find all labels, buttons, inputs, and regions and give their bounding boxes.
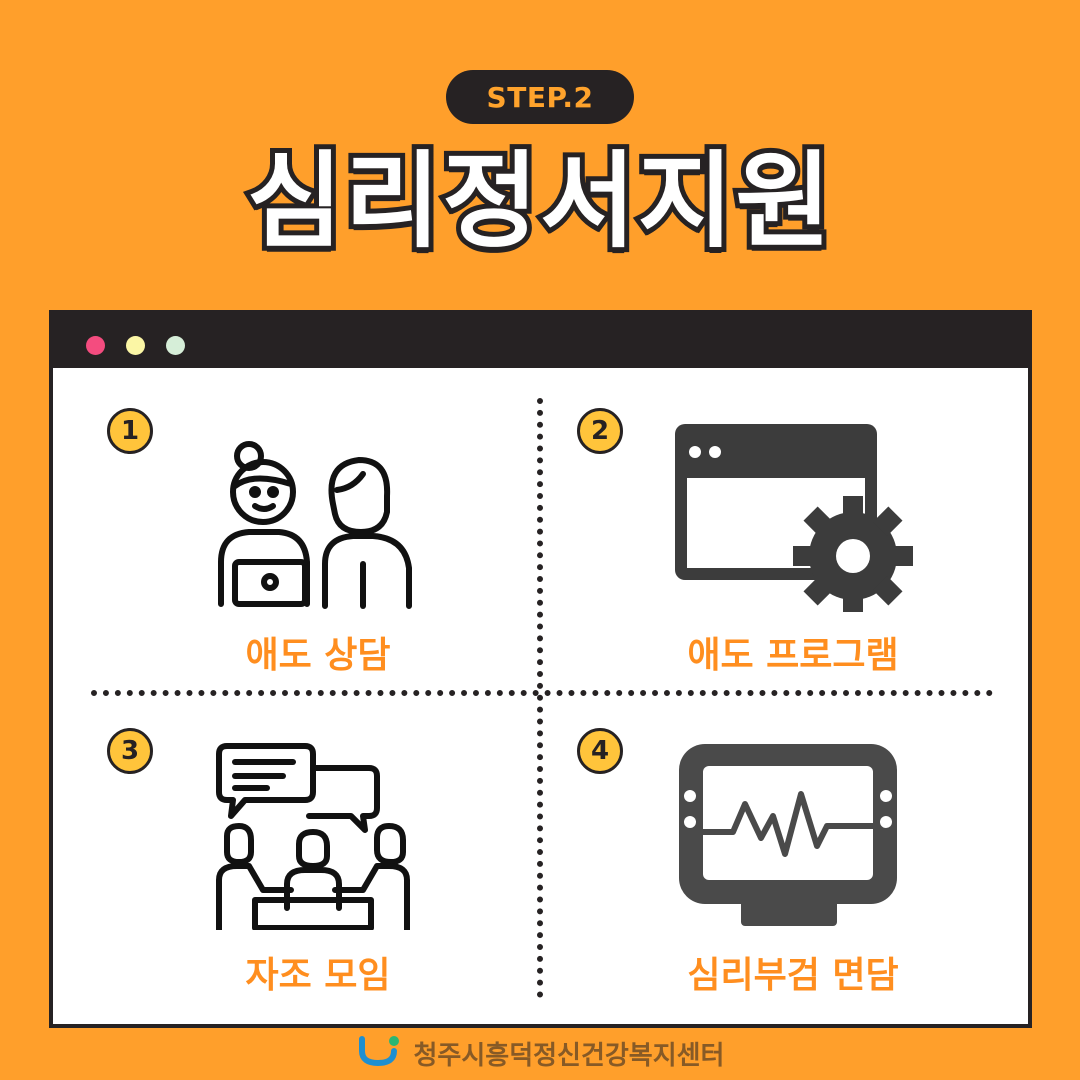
footer: 청주시흥덕정신건강복지센터 — [0, 1030, 1080, 1076]
item-label-2: 애도 프로그램 — [687, 635, 899, 676]
divider-horizontal — [91, 690, 993, 696]
group-meeting-icon — [213, 740, 413, 933]
item-number-1: 1 — [107, 408, 153, 454]
close-dot — [86, 336, 105, 355]
monitor-heartbeat-icon — [677, 742, 899, 928]
step-badge: STEP.2 — [446, 70, 634, 124]
item-label-1: 애도 상담 — [245, 635, 391, 676]
item-number-3: 3 — [107, 728, 153, 774]
item-label-3: 자조 모임 — [245, 955, 391, 996]
center-logo-icon — [356, 1035, 400, 1071]
maximize-dot — [166, 336, 185, 355]
item-label-4: 심리부검 면담 — [687, 955, 899, 996]
organization-name: 청주시흥덕정신건강복지센터 — [413, 1040, 725, 1071]
item-number-4: 4 — [577, 728, 623, 774]
minimize-dot — [126, 336, 145, 355]
counseling-icon — [213, 434, 423, 614]
divider-vertical — [537, 398, 543, 998]
item-number-2: 2 — [577, 408, 623, 454]
browser-window: 1 애도 상담 2 — [49, 310, 1032, 1028]
program-settings-icon — [673, 422, 913, 616]
page-title: 심리정서지원 — [242, 135, 836, 267]
window-titlebar — [53, 314, 1028, 368]
